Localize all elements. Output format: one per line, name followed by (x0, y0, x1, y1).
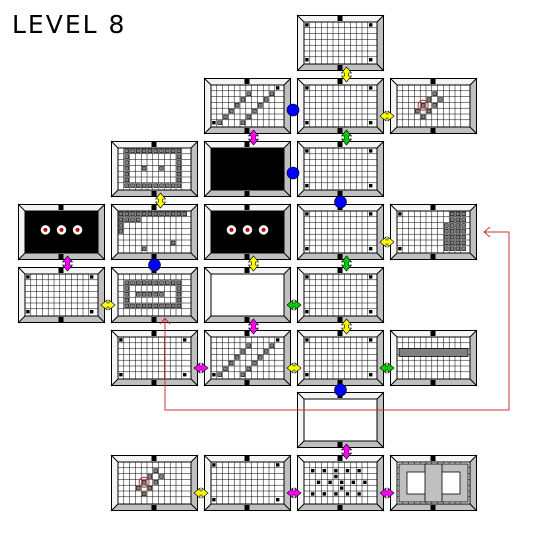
passage-arrow-magenta (247, 318, 260, 335)
room-diamond (110, 454, 199, 512)
passage-arrow-yellow (379, 110, 395, 122)
passage-arrow-yellow (340, 318, 353, 335)
blue-door-icon (334, 383, 347, 397)
passage-arrow-yellow (154, 192, 167, 209)
room-diamond (389, 77, 478, 135)
room-grid (203, 454, 292, 512)
route-line (164, 231, 510, 411)
room-grid (110, 329, 199, 387)
passage-arrow-yellow (193, 487, 209, 499)
blue-door-icon (148, 258, 161, 272)
level-title: LEVEL 8 (12, 10, 127, 39)
blue-door-icon (286, 166, 300, 180)
passage-arrow-green (340, 129, 353, 146)
passage-arrow-yellow (100, 299, 116, 311)
passage-arrow-magenta (193, 362, 209, 374)
blue-door-icon (334, 195, 347, 209)
room-maze (389, 454, 478, 512)
passage-arrow-magenta (247, 129, 260, 146)
room-dark-eyes (17, 203, 106, 261)
route-arrowhead (159, 226, 491, 325)
passage-arrow-magenta (379, 487, 395, 499)
room-dark (203, 140, 292, 198)
passage-arrow-yellow (247, 255, 260, 272)
room-grid (296, 77, 385, 135)
room-grid (296, 14, 385, 72)
room-blocks-top (110, 203, 199, 261)
room-empty (203, 266, 292, 324)
room-grid (17, 266, 106, 324)
room-cross (296, 454, 385, 512)
room-grid (296, 266, 385, 324)
passage-arrow-green (340, 255, 353, 272)
room-dark-eyes (203, 203, 292, 261)
passage-arrow-yellow (379, 236, 395, 248)
passage-arrow-green (379, 362, 395, 374)
room-grid (296, 140, 385, 198)
room-grid (296, 329, 385, 387)
passage-arrow-magenta (286, 487, 302, 499)
passage-arrow-green (286, 299, 302, 311)
passage-arrow-yellow (340, 66, 353, 83)
room-blocks-ring (110, 140, 199, 198)
room-diagonal (203, 77, 292, 135)
room-blocks-maze (110, 266, 199, 324)
passage-arrow-magenta (340, 443, 353, 460)
room-bar (389, 329, 478, 387)
room-grid (296, 203, 385, 261)
room-empty (296, 391, 385, 449)
room-blocks-right (389, 203, 478, 261)
passage-arrow-magenta (61, 255, 74, 272)
blue-door-icon (286, 103, 300, 117)
room-diagonal (203, 329, 292, 387)
passage-arrow-yellow (286, 362, 302, 374)
